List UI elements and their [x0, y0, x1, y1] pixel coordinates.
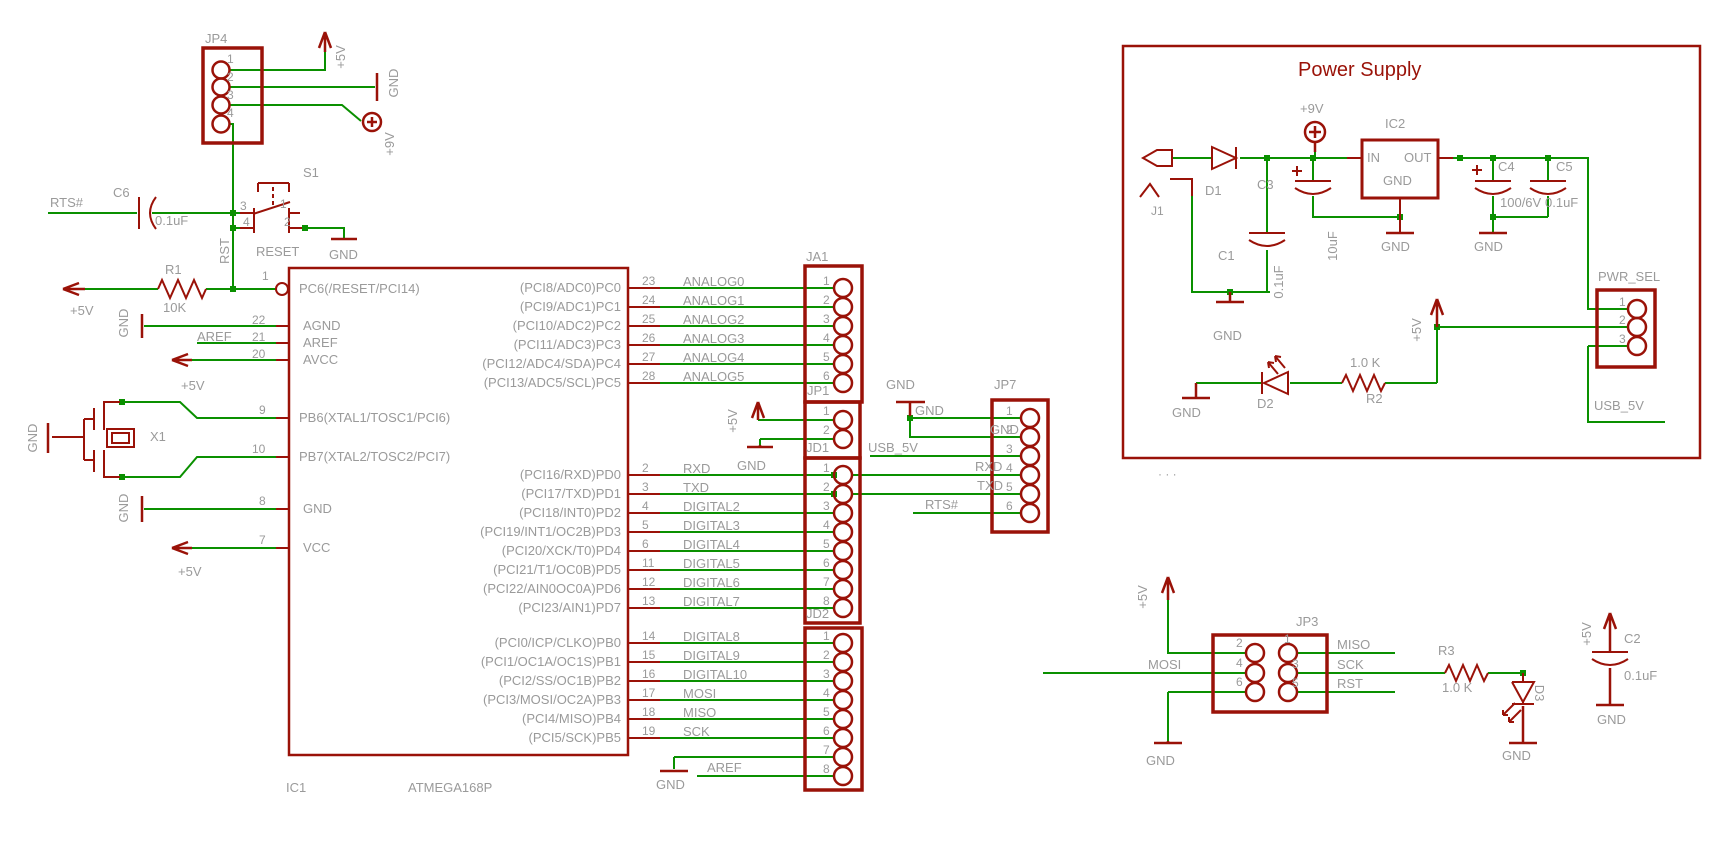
d1-diode — [1211, 145, 1239, 171]
wire-jp1 — [758, 419, 834, 445]
wire-jd1 — [660, 474, 834, 609]
c6-capacitor — [138, 196, 157, 230]
wire-jp4 — [229, 52, 375, 289]
r3-resistor — [1444, 662, 1489, 684]
jp1-box — [803, 400, 862, 460]
component-symbols — [52, 145, 1629, 723]
wire-jp7 — [870, 417, 1021, 514]
gnd-sym-c1 — [1216, 292, 1244, 304]
c3-capacitor — [1292, 166, 1332, 195]
net-wires — [48, 52, 1665, 777]
jp3-box — [1211, 633, 1329, 714]
wire-isp — [1043, 600, 1523, 741]
5v-arrow-isp — [1160, 576, 1176, 600]
c1-capacitor — [1248, 232, 1286, 247]
d3-led — [1502, 673, 1536, 723]
pwrsel-box — [1595, 288, 1657, 369]
5v-arrow-c2 — [1602, 612, 1618, 652]
r1-resistor — [157, 277, 207, 301]
power-supply-box — [1121, 44, 1702, 460]
c4-capacitor — [1472, 165, 1512, 195]
j1-jack — [1139, 149, 1193, 198]
gnd-bar-s1 — [331, 237, 357, 241]
ic2-box — [1360, 138, 1440, 200]
ic-pin-stubs — [275, 157, 1453, 739]
wire-serial-taps — [852, 474, 1021, 495]
gnd-sym-jp7 — [896, 400, 925, 416]
jp7-box — [990, 398, 1050, 534]
jd1-box — [803, 456, 862, 625]
pin-circles — [211, 60, 1648, 787]
9v-circle-jp4 — [361, 111, 383, 133]
gnd-bar-isp — [1154, 741, 1182, 745]
c2-capacitor — [1591, 651, 1629, 666]
reset-invert-circle — [275, 282, 289, 296]
5v-arrow-jp4 — [317, 31, 333, 52]
c5-capacitor — [1529, 180, 1567, 195]
wire-analog — [660, 287, 834, 384]
wire-ps-5v — [1196, 326, 1628, 384]
power-symbols — [46, 31, 1624, 773]
jd2-box — [803, 626, 864, 792]
s1-switch — [240, 182, 302, 233]
component-boxes — [201, 44, 1702, 792]
5v-arrow-vcc — [171, 540, 192, 556]
ic1-box — [287, 266, 630, 757]
x1-crystal — [52, 401, 135, 478]
gnd-bar-jp1 — [747, 445, 773, 449]
jp4-box — [201, 46, 264, 145]
gnd-sym-d3 — [1509, 706, 1537, 745]
wire-xtal — [122, 401, 276, 478]
wire-jd2 — [660, 642, 834, 777]
5v-arrow-ps — [1429, 298, 1445, 327]
r2-resistor — [1341, 372, 1386, 394]
5v-arrow-r1 — [62, 281, 85, 297]
gnd-sym-c2 — [1596, 668, 1624, 707]
d2-led — [1261, 355, 1289, 396]
wire-usb5v — [1587, 345, 1665, 423]
wire-reset-row — [48, 212, 345, 238]
5v-arrow-avcc — [171, 352, 192, 368]
wire-ps-input — [1172, 152, 1398, 293]
5v-arrow-jp1 — [750, 401, 766, 420]
gnd-sym-d2 — [1182, 383, 1210, 400]
